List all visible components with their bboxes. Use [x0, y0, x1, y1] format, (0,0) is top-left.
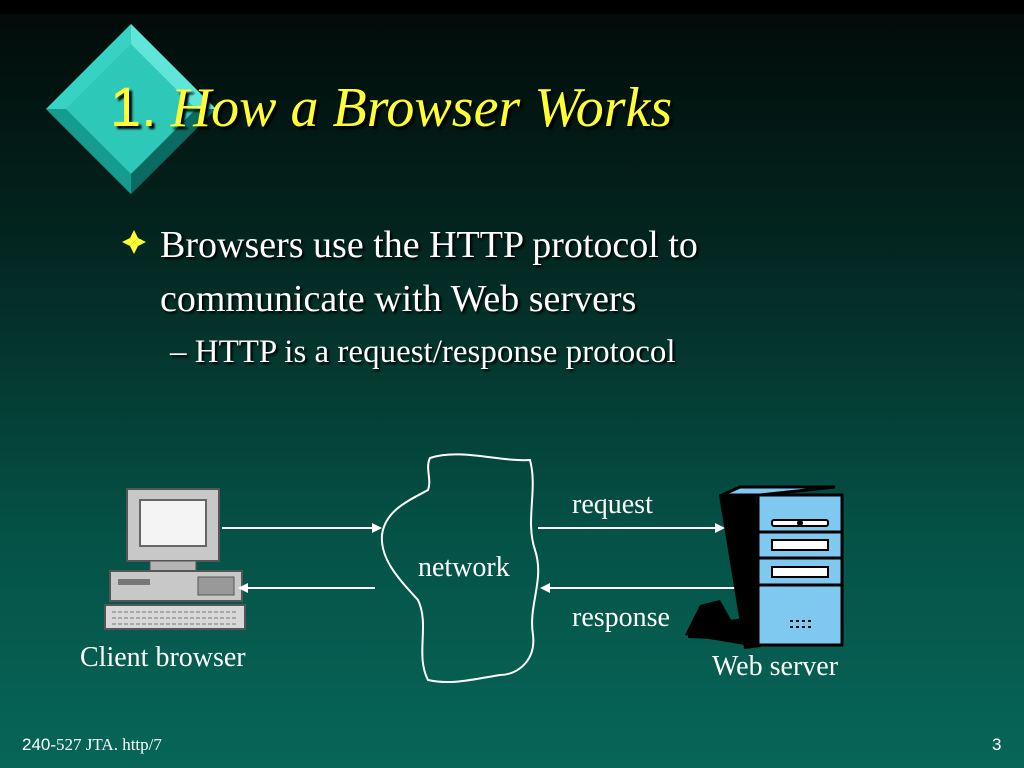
network-cloud-icon	[380, 453, 540, 684]
client-computer-icon	[104, 488, 246, 630]
footer-course-text: -527 JTA. http/7	[50, 735, 162, 754]
diamond-icon	[46, 24, 216, 194]
diamond-bullet-icon	[122, 230, 146, 254]
page-title: 1. How a Browser Works	[110, 74, 672, 140]
page-number: 3	[992, 735, 1002, 754]
response-arrow	[238, 583, 735, 593]
footer-course: 240-527 JTA. http/7	[22, 735, 162, 755]
web-server-label: Web server	[712, 651, 839, 682]
network-label: network	[418, 552, 510, 583]
http-diagram	[104, 453, 844, 684]
request-arrow	[222, 523, 725, 533]
title-text: How a Browser Works	[170, 77, 673, 139]
title-number: 1.	[110, 75, 157, 138]
web-server-icon	[685, 485, 844, 650]
footer-course-number: 240	[22, 735, 51, 754]
response-label: response	[572, 602, 670, 633]
top-bar	[0, 0, 1024, 14]
client-browser-label: Client browser	[80, 642, 246, 673]
request-label: request	[572, 489, 653, 520]
sub-bullet-text: – HTTP is a request/response protocol	[170, 334, 676, 370]
bullet-item: Browsers use the HTTP protocol to commun…	[120, 218, 840, 326]
bullet-text: Browsers use the HTTP protocol to commun…	[160, 224, 698, 320]
